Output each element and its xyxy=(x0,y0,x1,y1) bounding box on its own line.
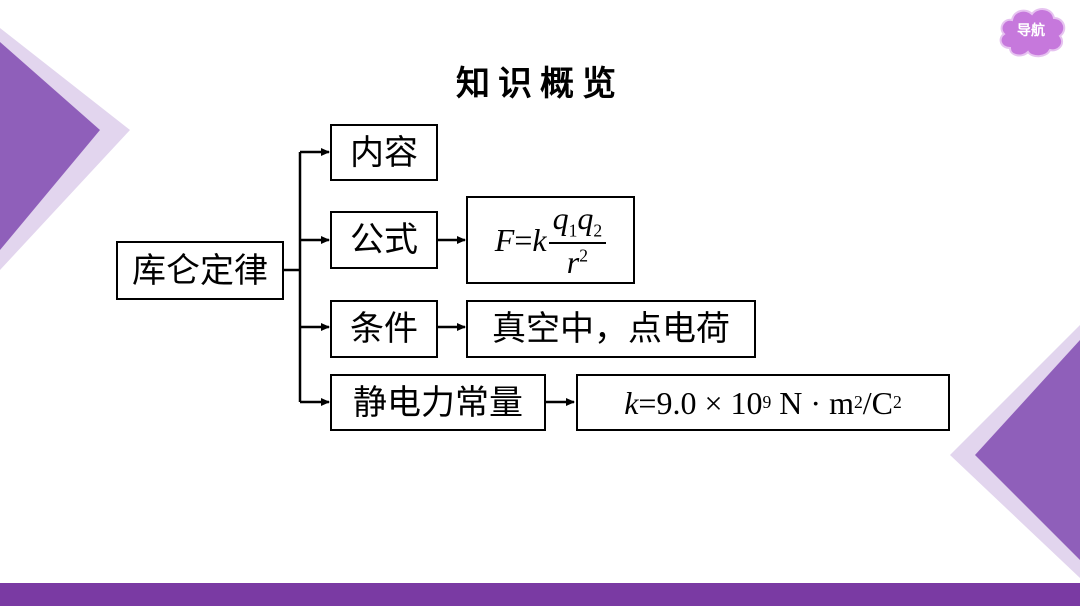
numerator-sub1: 1 xyxy=(568,220,578,241)
branch-label-formula: 公式 xyxy=(350,220,418,260)
branch-label-condition: 条件 xyxy=(350,309,418,349)
constant-unit-exp2: 2 xyxy=(892,391,902,412)
constant-unit-b: /C xyxy=(862,384,893,421)
formula-numerator: q1q2 xyxy=(548,200,607,244)
numerator-q1: q xyxy=(552,200,569,236)
formula-box: F=k q1q2 r2 xyxy=(466,196,635,284)
constant-value: =9.0 × 10 xyxy=(638,384,763,421)
root-node: 库仑定律 xyxy=(116,241,284,300)
constant-unit-a: N · m xyxy=(771,384,854,421)
formula-denominator: r2 xyxy=(567,244,588,278)
formula-fraction: q1q2 r2 xyxy=(548,200,607,278)
denominator-sup: 2 xyxy=(579,245,589,266)
page-title: 知识概览 xyxy=(456,64,624,104)
root-label: 库仑定律 xyxy=(132,250,268,291)
condition-detail-box: 真空中，点电荷 xyxy=(466,300,756,358)
denominator-r: r xyxy=(566,243,580,280)
formula-lhs: F xyxy=(494,222,515,258)
cloud-icon xyxy=(999,8,1066,58)
branch-formula: 公式 xyxy=(330,211,438,269)
numerator-q2: q xyxy=(577,200,594,236)
branch-content: 内容 xyxy=(330,124,438,181)
formula-eq: = xyxy=(514,222,533,258)
right-triangle-dark xyxy=(975,340,1080,560)
numerator-sub2: 2 xyxy=(593,220,603,241)
branch-label-content: 内容 xyxy=(350,132,418,173)
condition-detail: 真空中，点电荷 xyxy=(492,309,730,349)
branch-label-constant: 静电力常量 xyxy=(353,382,523,423)
constant-exp: 9 xyxy=(762,391,772,412)
branch-constant: 静电力常量 xyxy=(330,374,546,431)
constant-k: k xyxy=(624,384,639,421)
bottom-bar xyxy=(0,583,1080,606)
left-triangle-dark xyxy=(0,42,100,250)
nav-label: 导航 xyxy=(1017,23,1045,39)
formula-k: k xyxy=(532,222,547,258)
constant-unit-exp: 2 xyxy=(853,391,863,412)
branch-condition: 条件 xyxy=(330,300,438,358)
nav-button[interactable]: 导航 xyxy=(996,4,1080,62)
